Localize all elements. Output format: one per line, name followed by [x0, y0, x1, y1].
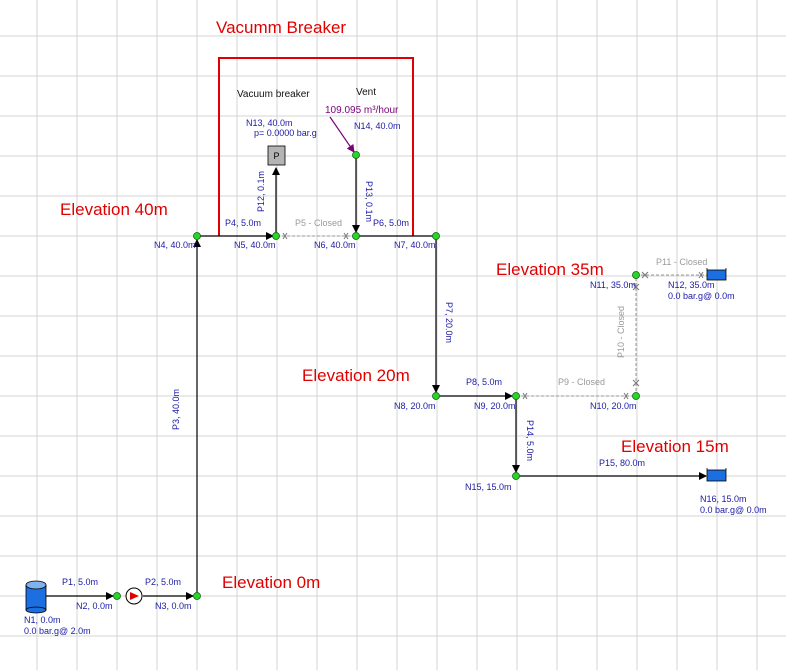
node-n1-label: N1, 0.0m — [24, 615, 61, 625]
pressure-boundary-n13[interactable]: P — [267, 145, 286, 166]
node-n13-info: p= 0.0000 bar.g — [254, 128, 317, 138]
node-n10-label: N10, 20.0m — [590, 401, 637, 411]
node-n16-info: 0.0 bar.g@ 0.0m — [700, 505, 767, 515]
tank-n12-icon[interactable] — [706, 268, 727, 281]
node-n4-label: N4, 40.0m — [154, 240, 196, 250]
pipe-p3-label: P3, 40.0m — [171, 389, 181, 430]
node-n10[interactable] — [632, 392, 640, 400]
node-n1-info: 0.0 bar.g@ 2.0m — [24, 626, 91, 636]
node-n8-label: N8, 20.0m — [394, 401, 436, 411]
pipe-p1-label: P1, 5.0m — [62, 577, 98, 587]
elevation-0-label: Elevation 0m — [222, 573, 320, 592]
node-n15-label: N15, 15.0m — [465, 482, 512, 492]
elevation-35-label: Elevation 35m — [496, 260, 604, 279]
node-n5-label: N5, 40.0m — [234, 240, 276, 250]
elevation-40-label: Elevation 40m — [60, 200, 168, 219]
elevation-20-label: Elevation 20m — [302, 366, 410, 385]
node-n11-label: N11, 35.0m — [590, 280, 636, 290]
node-n9-label: N9, 20.0m — [474, 401, 516, 411]
pipe-p15-label: P15, 80.0m — [599, 458, 645, 468]
node-n2-label: N2, 0.0m — [76, 601, 113, 611]
pipe-p7-label: P7, 20.0m — [444, 302, 454, 343]
pipe-p13-label: P13, 0.1m — [364, 181, 374, 222]
node-n7[interactable] — [432, 232, 440, 240]
node-n7-label: N7, 40.0m — [394, 240, 436, 250]
node-n13-label: N13, 40.0m — [246, 118, 293, 128]
node-n3-label: N3, 0.0m — [155, 601, 192, 611]
node-n14[interactable] — [352, 151, 360, 159]
node-n14-label: N14, 40.0m — [354, 121, 401, 131]
flow-arrow — [329, 116, 355, 153]
pipe-p14-label: P14, 5.0m — [525, 420, 535, 461]
node-n6-label: N6, 40.0m — [314, 240, 356, 250]
node-n12-info: 0.0 bar.g@ 0.0m — [668, 291, 735, 301]
node-n8[interactable] — [432, 392, 440, 400]
pipe-p6-label: P6, 5.0m — [373, 218, 409, 228]
pipe-p4-label: P4, 5.0m — [225, 218, 261, 228]
node-n12-label: N12, 35.0m — [668, 280, 715, 290]
pipe-p8-label: P8, 5.0m — [466, 377, 502, 387]
node-n4[interactable] — [193, 232, 201, 240]
node-n16-label: N16, 15.0m — [700, 494, 747, 504]
node-n11[interactable] — [632, 271, 640, 279]
node-n2[interactable] — [113, 592, 121, 600]
node-n15[interactable] — [512, 472, 520, 480]
node-n6[interactable] — [352, 232, 360, 240]
vent-caption: Vent — [356, 87, 376, 98]
pipe-p11-label: P11 - Closed — [656, 257, 707, 267]
vacuum-breaker-title: Vacumm Breaker — [216, 18, 346, 37]
pipe-p12-label: P12, 0.1m — [256, 171, 266, 212]
flow-rate-label: 109.095 m³/hour — [325, 105, 399, 116]
pipe-p5-label: P5 - Closed — [295, 218, 342, 228]
closed-valve-marks — [282, 232, 704, 400]
vacuum-breaker-caption: Vacuum breaker — [237, 89, 310, 100]
vacuum-breaker-frame — [218, 57, 414, 236]
pipe-p10-label: P10 - Closed — [616, 306, 626, 358]
pump-icon[interactable] — [125, 587, 143, 605]
pipe-p2-label: P2, 5.0m — [145, 577, 181, 587]
node-n9[interactable] — [512, 392, 520, 400]
node-n5[interactable] — [272, 232, 280, 240]
elevation-15-label: Elevation 15m — [621, 437, 729, 456]
tank-n16-icon[interactable] — [706, 468, 727, 482]
pressure-box-letter: P — [273, 151, 279, 161]
pipe-p9-label: P9 - Closed — [558, 377, 605, 387]
tank-n1-icon[interactable] — [25, 580, 47, 614]
node-n3[interactable] — [193, 592, 201, 600]
